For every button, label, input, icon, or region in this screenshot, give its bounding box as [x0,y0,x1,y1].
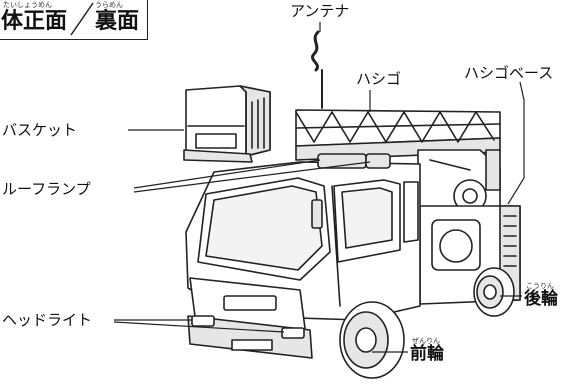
label-rear-wheel-ruby: こうりん [526,282,554,290]
leader-headlight-2 [113,321,285,333]
basket [183,85,271,163]
title-right: 裏面 [95,9,140,34]
title-box: たいしょうめん 体正面 うらめん 裏面 [0,0,148,40]
ladder-base [417,149,501,215]
front-wheel [339,301,405,379]
title-right-ruby: うらめん [95,1,123,9]
leader-roof-lamp-2 [133,161,371,193]
label-front-wheel-ruby: ぜんりん [412,337,440,345]
label-roof-lamp: ルーフランプ [2,180,91,198]
label-rear-wheel: 後輪 [524,289,558,309]
ladder [295,109,501,161]
cab [185,153,421,359]
label-antenna: アンテナ [290,2,350,20]
label-ladder: ハシゴ [356,70,402,88]
rear-wheel [473,267,515,317]
label-front-wheel: 前輪 [410,344,444,364]
label-headlight: ヘッドライト [2,311,93,329]
headlight-right [281,327,305,339]
title-divider-slash [70,2,94,36]
antenna [311,30,323,109]
title-left-ruby: たいしょうめん [3,1,52,9]
leader-roof-lamp-1 [133,159,321,189]
label-ladder-base: ハシゴベース [464,64,554,82]
title-left: 体正面 [1,9,68,34]
leader-ladder-base [507,81,525,205]
label-basket: バスケット [2,121,78,139]
headlight-left [191,315,215,327]
